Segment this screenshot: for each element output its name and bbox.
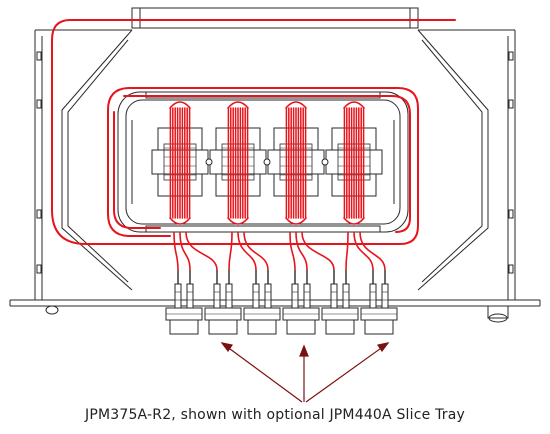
connector-adapter — [360, 283, 398, 335]
fiber-connector — [303, 283, 311, 309]
pigtail-fiber — [243, 231, 269, 271]
connector-adapter — [321, 283, 359, 335]
connector-adapter — [282, 283, 320, 335]
fiber-bundle — [169, 101, 191, 225]
fiber-connector — [225, 283, 233, 309]
pigtail-fiber — [173, 231, 179, 271]
diagram-caption: JPM375A-R2, shown with optional JPM440A … — [84, 407, 465, 423]
connector-adapters — [165, 283, 398, 335]
arrow-left — [225, 345, 303, 403]
fiber-connector — [252, 283, 260, 309]
fiber-connector — [381, 283, 389, 309]
left-inner-panel — [61, 29, 133, 291]
pigtail-fiber — [185, 231, 218, 271]
pigtails — [173, 231, 386, 284]
fiber-connector — [213, 283, 221, 309]
enclosure-outline — [9, 7, 541, 323]
pigtail-fiber — [359, 231, 386, 271]
tray-clip — [205, 158, 213, 166]
fiber-bundle — [343, 101, 365, 225]
fiber-connector — [330, 283, 338, 309]
right-foot — [487, 306, 509, 319]
arrow-right-head — [377, 342, 390, 353]
fiber-bundle — [285, 101, 307, 225]
fiber-bundle — [227, 101, 249, 225]
fiber-bundles — [169, 101, 365, 225]
arrow-left-head — [220, 342, 233, 353]
pigtail-fiber — [289, 231, 296, 271]
pigtail-fiber — [179, 231, 191, 271]
fiber-connector — [264, 283, 272, 309]
pigtail-fiber — [345, 231, 349, 271]
fiber-connector — [369, 283, 377, 309]
arrow-right — [305, 345, 385, 403]
fiber-connector — [174, 283, 182, 309]
connector-adapter — [165, 283, 203, 335]
connector-adapter — [204, 283, 242, 335]
tray-clip — [263, 158, 271, 166]
connector-adapter — [243, 283, 281, 335]
callout-arrows — [220, 342, 390, 403]
fiber-connector — [342, 283, 350, 309]
right-inner-panel — [417, 29, 489, 291]
pigtail-fiber — [301, 231, 335, 271]
pigtail-fiber — [295, 231, 308, 271]
fiber-routing — [51, 19, 456, 245]
incoming-feed-fiber — [51, 19, 456, 245]
pigtail-fiber — [228, 231, 233, 271]
tray-clip — [321, 158, 329, 166]
left-screw — [45, 305, 59, 315]
arrow-center-head — [299, 344, 309, 357]
top-cover-plate — [131, 7, 419, 29]
pigtail-fiber — [353, 231, 374, 271]
pigtail-fiber — [237, 231, 257, 271]
fiber-connector — [291, 283, 299, 309]
fiber-connector — [186, 283, 194, 309]
tray-loop-fiber — [107, 87, 419, 245]
